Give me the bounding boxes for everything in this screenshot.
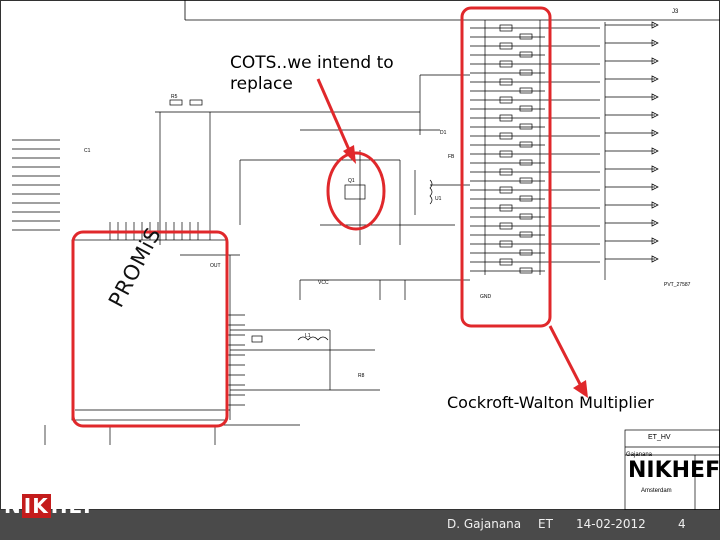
cockcroft-walton-ladder	[470, 20, 600, 275]
ladder-capacitor	[499, 132, 513, 140]
ladder-diode	[519, 159, 533, 166]
title-block-name: Gajanana	[626, 452, 653, 458]
annotation-cots-line1: COTS..we intend to	[230, 53, 394, 73]
connector-pin-arrow	[651, 183, 659, 191]
ic-ref: U1	[435, 196, 442, 202]
annotation-cots-line2: replace	[230, 74, 293, 94]
connector-pin-arrow	[651, 75, 659, 83]
inductor-ref: L1	[305, 333, 311, 339]
ladder-capacitor	[499, 204, 513, 212]
arrow-heads	[343, 145, 588, 398]
connector-pin-arrow	[651, 21, 659, 29]
ladder-capacitor	[499, 150, 513, 158]
ladder-diode	[519, 33, 533, 40]
title-block-drawing: ET_HV	[648, 434, 671, 441]
ladder-diode	[519, 123, 533, 130]
diode-ref: D1	[440, 130, 447, 136]
resistor-ref-2: R8	[358, 373, 365, 379]
ladder-diode	[519, 231, 533, 238]
title-block-city: Amsterdam	[641, 488, 672, 494]
tiny-labels: J3 PVT_27587 VCC OUT FB GND L1 R5 C1 Q1 …	[84, 9, 691, 379]
connector-pin-arrow	[651, 237, 659, 245]
ladder-capacitor	[499, 222, 513, 230]
ladder-rungs	[470, 24, 600, 274]
ladder-capacitor	[499, 60, 513, 68]
ladder-capacitor	[499, 78, 513, 86]
footer-logo-left: N	[4, 494, 22, 518]
resistor-ref: R5	[171, 94, 178, 100]
left-connector-bus	[12, 139, 60, 231]
connector-pin-arrow	[651, 201, 659, 209]
footer-logo-right: HEF	[50, 494, 98, 518]
ladder-diode	[519, 177, 533, 184]
ladder-diode	[519, 105, 533, 112]
highlight-cw-box	[460, 6, 552, 328]
connector-pin-arrow	[651, 165, 659, 173]
ladder-diode	[519, 267, 533, 274]
net-out: OUT	[210, 263, 221, 269]
connector-pin-arrow	[651, 39, 659, 47]
ladder-diode	[519, 213, 533, 220]
footer-date: 14-02-2012	[576, 517, 646, 531]
footer-dept: ET	[538, 517, 553, 531]
highlight-promis-box	[71, 230, 229, 428]
ladder-capacitor	[499, 186, 513, 194]
ladder-capacitor	[499, 114, 513, 122]
capacitor-ref: C1	[84, 148, 91, 154]
arrow-cots-line	[316, 78, 352, 153]
ladder-capacitor	[499, 168, 513, 176]
highlight-markings	[71, 6, 584, 428]
footer-logo-mid: IK	[21, 494, 51, 518]
center-circuit	[44, 74, 470, 445]
ladder-diode	[519, 249, 533, 256]
arrow-cw-head	[573, 380, 588, 398]
connector-pin-arrow	[651, 111, 659, 119]
net-fb: FB	[448, 154, 455, 160]
net-vcc: VCC	[318, 280, 329, 286]
annotation-cots: COTS..we intend to replace	[230, 53, 394, 95]
transistor-ref: Q1	[348, 178, 355, 184]
connector-pin-arrow	[651, 255, 659, 263]
connector-pins	[605, 21, 659, 263]
footer-page-number: 4	[678, 517, 686, 531]
ladder-capacitor	[499, 96, 513, 104]
ladder-capacitor	[499, 258, 513, 266]
connector-j3	[604, 21, 659, 280]
highlight-cots-ellipse	[326, 151, 386, 231]
footer-author: D. Gajanana	[447, 517, 522, 531]
ladder-diode	[519, 87, 533, 94]
ladder-capacitor	[499, 240, 513, 248]
footer-bar	[0, 510, 720, 540]
left-bus-lines	[12, 139, 60, 231]
title-block-logo: NIKHEF	[628, 458, 720, 483]
ladder-capacitor	[499, 24, 513, 32]
net-pvt: PVT_27587	[664, 282, 691, 288]
connector-pin-arrow	[651, 93, 659, 101]
ladder-diode	[519, 69, 533, 76]
ladder-diode	[519, 141, 533, 148]
ladder-capacitor	[499, 42, 513, 50]
connector-pin-arrow	[651, 219, 659, 227]
ladder-diode	[519, 51, 533, 58]
connector-pin-arrow	[651, 147, 659, 155]
connector-ref: J3	[672, 9, 679, 15]
arrow-cots-head	[343, 145, 356, 164]
connector-pin-arrow	[651, 57, 659, 65]
annotation-cockroft-walton: Cockroft-Walton Multiplier	[447, 393, 654, 412]
ladder-diode	[519, 195, 533, 202]
promis-chip	[71, 222, 245, 421]
connector-pin-arrow	[651, 129, 659, 137]
arrow-cw-line	[548, 325, 584, 389]
net-gnd: GND	[480, 294, 492, 300]
